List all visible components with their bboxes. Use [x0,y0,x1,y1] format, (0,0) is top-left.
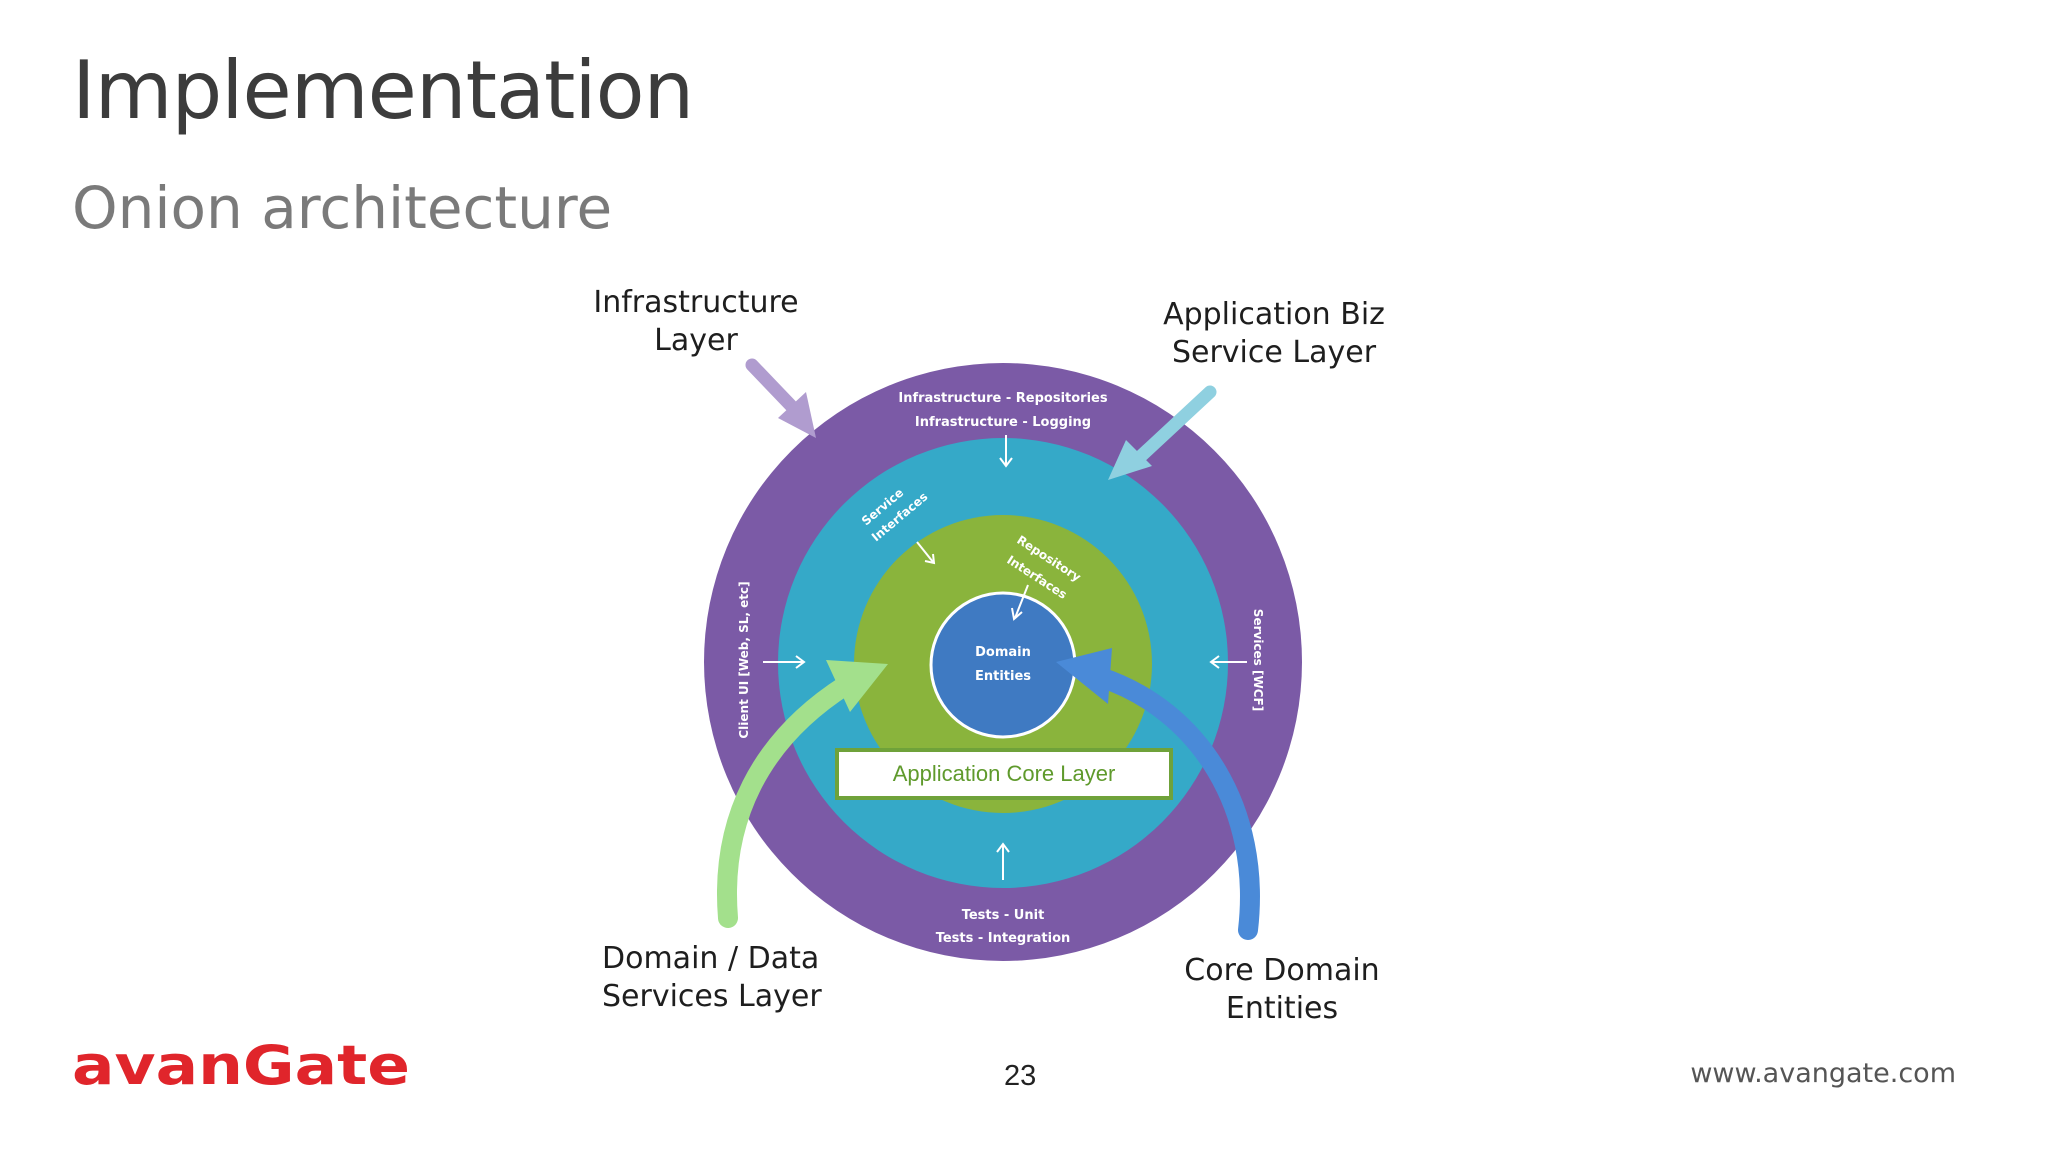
domain-data-callout: Domain / Data Services Layer [602,941,822,1014]
core-layer-box-label: Application Core Layer [893,761,1116,786]
slide-subtitle: Onion architecture [72,174,613,242]
inward-arrows [763,435,1247,880]
infrastructure-layer-callout: Infrastructure Layer [593,285,798,358]
core-layer-box [835,748,1173,800]
outer-right-label: Services [WCF] [1251,609,1265,711]
domain-data-callout-line-1: Domain / Data [602,941,819,976]
avangate-logo-text: avanGate [72,1034,410,1094]
domain-data-arrow [717,660,888,928]
infrastructure-callout-line-1: Infrastructure [593,285,798,320]
app-biz-callout: Application Biz Service Layer [1163,297,1385,370]
domain-data-callout-line-2: Services Layer [602,979,822,1014]
core-label-domain: Domain [975,645,1031,660]
core-domain-arrow [1056,648,1260,940]
outer-bottom-line-1: Tests - Unit [962,908,1045,923]
app-biz-callout-line-1: Application Biz [1163,297,1385,332]
infrastructure-callout-line-2: Layer [654,323,738,358]
avangate-logo: avanGate [72,1034,410,1094]
core-domain-callout: Core Domain Entities [1184,953,1379,1026]
slide-title: Implementation [72,44,694,137]
outer-bottom-line-2: Tests - Integration [936,931,1071,946]
app-biz-callout-line-2: Service Layer [1172,335,1377,370]
infrastructure-arrow [745,358,816,438]
outer-top-line-2: Infrastructure - Logging [915,415,1091,430]
core-label-entities: Entities [975,669,1031,684]
outer-left-label: Client UI [Web, SL, etc] [737,581,751,738]
domain-core [929,591,1077,739]
outer-top-line-1: Infrastructure - Repositories [898,391,1107,406]
app-biz-arrow [1108,385,1217,480]
core-domain-callout-line-1: Core Domain [1184,953,1379,988]
core-domain-callout-line-2: Entities [1226,991,1338,1026]
onion-architecture-diagram: Infrastructure - Repositories Infrastruc… [593,285,1385,1026]
page-number: 23 [1004,1060,1037,1092]
website-url: www.avangate.com [1690,1058,1956,1089]
